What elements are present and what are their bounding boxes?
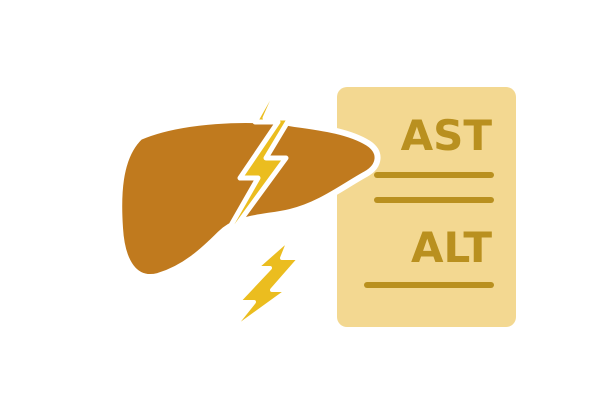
lightning-bolt-small [228, 236, 302, 334]
report-line-3 [364, 282, 494, 288]
report-line-1 [374, 172, 494, 178]
report-line-2 [374, 197, 494, 203]
lab-report-icon: AST ALT [337, 87, 516, 327]
lightning-bolt-icon [207, 52, 302, 334]
lightning-bolt-large [207, 52, 296, 265]
report-label-alt: ALT [411, 223, 492, 272]
report-card [337, 87, 516, 327]
report-label-ast: AST [401, 111, 493, 160]
